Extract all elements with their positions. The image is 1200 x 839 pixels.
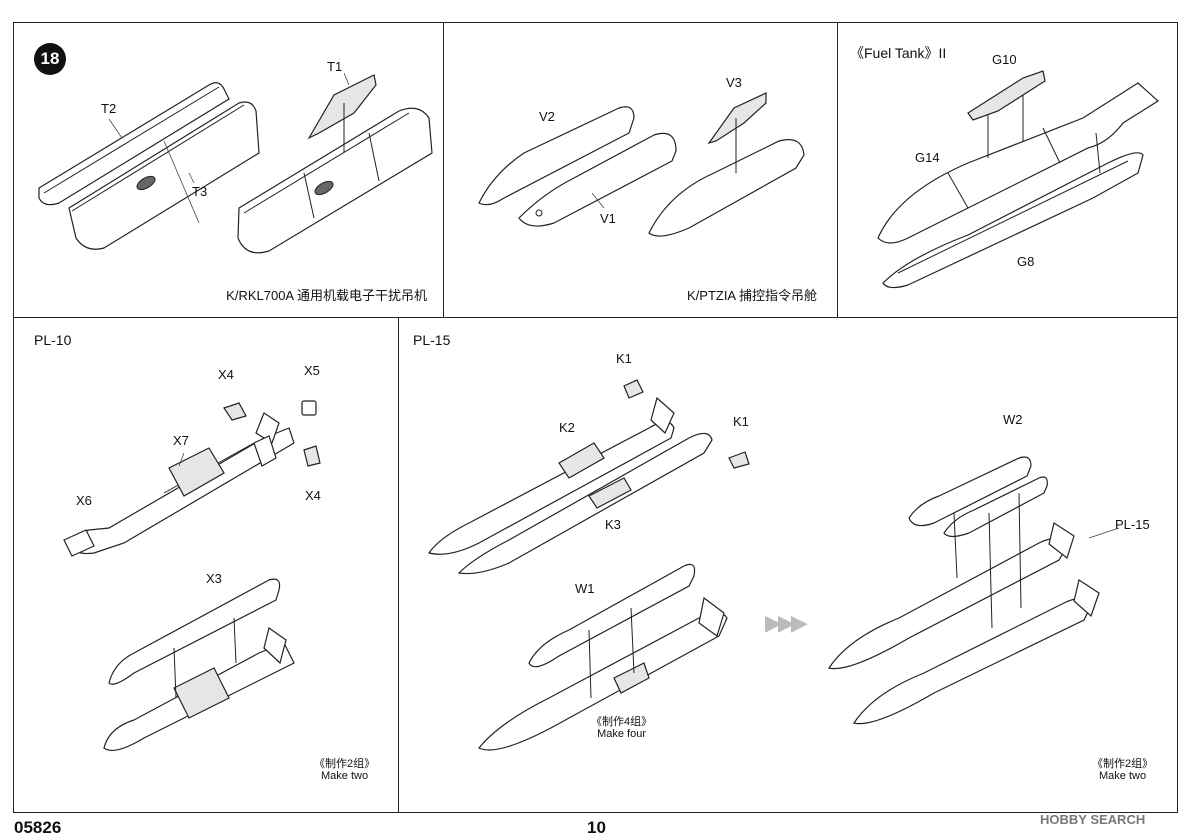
panel-title-pl15: PL-15 <box>413 332 451 348</box>
note-make-two-pl10: 《制作2组》 Make two <box>314 758 375 782</box>
note-en-pl10: Make two <box>321 770 369 782</box>
part-label-x4-bottom: X4 <box>305 488 321 503</box>
panel-caption-rkl700a: K/RKL700A 通用机载电子干扰吊机 <box>226 288 427 303</box>
part-label-k1-right: K1 <box>733 414 749 429</box>
panel-caption-ptzia: K/PTZIA 捕控指令吊舱 <box>686 288 817 303</box>
watermark-logo: HOBBY SEARCH <box>1040 812 1145 827</box>
part-label-k3: K3 <box>605 517 621 532</box>
part-label-x6: X6 <box>76 493 92 508</box>
part-label-pl15: PL-15 <box>1115 517 1150 532</box>
part-label-g14: G14 <box>915 150 940 165</box>
part-label-x3: X3 <box>206 571 222 586</box>
part-label-w2: W2 <box>1003 412 1023 427</box>
note-make-four-pl15: 《制作4组》 Make four <box>591 716 652 740</box>
part-label-k2: K2 <box>559 420 575 435</box>
part-label-k1-top: K1 <box>616 351 632 366</box>
part-label-t1: T1 <box>327 59 343 74</box>
note-make-two-pl15: 《制作2组》 Make two <box>1092 758 1153 782</box>
ptzia-drawing <box>478 92 805 237</box>
part-label-t3: T3 <box>192 184 208 199</box>
panel-rkl700a: 18 T2 T3 T1 K/RKL700A 通用机载电子干扰吊机 <box>13 22 444 318</box>
note-en-pl15-two: Make two <box>1099 770 1147 782</box>
part-label-v1: V1 <box>600 211 616 226</box>
page-number: 10 <box>587 818 606 837</box>
kit-code: 05826 <box>14 818 62 837</box>
part-label-g8: G8 <box>1017 254 1035 269</box>
panel-pl15: PL-15 K1 K2 K1 K3 W1 W2 PL-15 ▶▶▶ 《制作4组》 <box>398 317 1178 813</box>
panel-ptzia: V2 V1 V3 K/PTZIA 捕控指令吊舱 <box>443 22 838 318</box>
pl15-drawing <box>428 379 1120 751</box>
note-cn-pl15-four: 《制作4组》 <box>591 716 653 728</box>
part-label-x5: X5 <box>304 363 320 378</box>
panel-title-pl10: PL-10 <box>34 332 72 348</box>
part-label-x7: X7 <box>173 433 189 448</box>
part-label-t2: T2 <box>101 101 117 116</box>
note-cn-pl15-two: 《制作2组》 <box>1092 758 1154 770</box>
part-label-x4-top: X4 <box>218 367 234 382</box>
rkl700a-drawing <box>38 72 433 254</box>
panel-fuel-tank: 《Fuel Tank》II G10 G14 G8 <box>837 22 1178 318</box>
part-label-w1: W1 <box>575 581 595 596</box>
fuel-tank-drawing <box>877 70 1159 289</box>
next-step-arrow-icon: ▶▶▶ <box>765 610 808 635</box>
part-label-v2: V2 <box>539 109 555 124</box>
step-number-badge: 18 <box>34 43 66 75</box>
watermark-text: HOBBY SEARCH <box>1040 812 1146 827</box>
panel-pl10: PL-10 X4 X5 X7 X4 X6 X3 《制作2组》 Make two <box>13 317 399 813</box>
panel-title-fuel-tank: 《Fuel Tank》II <box>850 45 947 61</box>
note-cn-pl10: 《制作2组》 <box>314 758 376 770</box>
part-label-g10: G10 <box>992 52 1017 67</box>
pl10-drawing <box>63 400 321 751</box>
note-en-pl15-four: Make four <box>597 728 647 740</box>
part-label-v3: V3 <box>726 75 742 90</box>
